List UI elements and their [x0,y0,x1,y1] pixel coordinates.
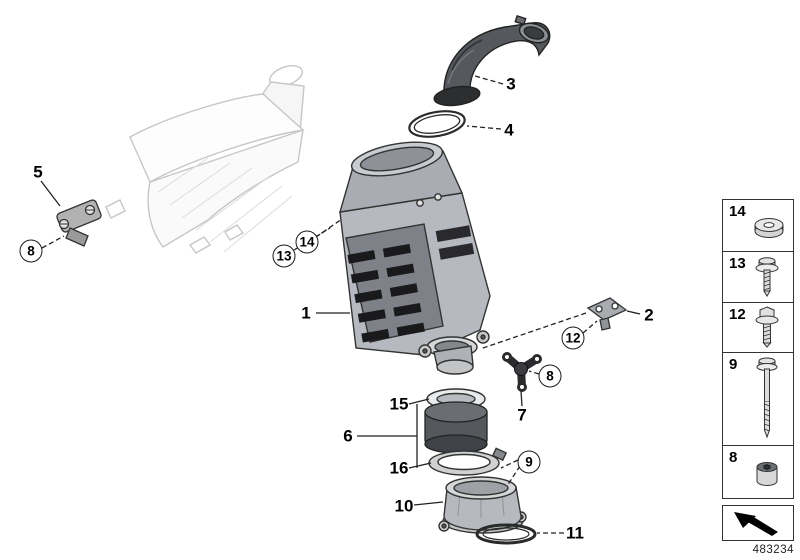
washer-icon [754,218,784,238]
mounting-bracket-2 [586,297,628,331]
callout-11[interactable]: 11 [566,523,584,543]
callout-16[interactable]: 16 [389,458,409,478]
callout-7[interactable]: 7 [517,405,527,425]
sensor-bracket-7 [502,352,542,392]
callout-6[interactable]: 6 [343,426,353,446]
callout-2[interactable]: 2 [644,305,654,325]
callout-14[interactable]: 14 [295,230,319,254]
o-ring-11 [475,523,537,545]
callout-9[interactable]: 9 [517,450,541,474]
legend-item-13[interactable]: 13 [722,251,794,304]
legend-item-8[interactable]: 8 [722,444,794,499]
callout-8-right[interactable]: 8 [538,364,562,388]
legend-item-14[interactable]: 14 [722,199,794,253]
callout-3[interactable]: 3 [506,74,516,94]
direction-arrow-box[interactable] [722,504,794,541]
callout-13[interactable]: 13 [272,244,296,268]
clamp-ring-16 [428,447,508,476]
legend-number-13: 13 [729,255,746,273]
direction-arrow-icon [734,511,778,536]
legend-number-8: 8 [729,448,738,466]
leader-lines [40,75,641,534]
diagram-id: 483234 [752,544,794,556]
flange-bolt-icon [755,306,779,348]
callout-4[interactable]: 4 [504,120,514,140]
screw-with-washer-icon [755,257,779,298]
callout-5[interactable]: 5 [33,162,43,182]
mounting-bracket-5 [56,199,102,247]
ghost-intercooler-outline [105,65,305,254]
legend-item-12[interactable]: 12 [722,301,794,354]
legend-item-9[interactable]: 9 [722,352,794,447]
air-duct-10 [438,476,527,534]
fastener-legend: 14 13 12 [722,199,794,541]
callout-8-left[interactable]: 8 [19,239,43,263]
rubber-sleeve-6 [424,401,488,454]
callout-12[interactable]: 12 [561,326,585,350]
plug-bolt-icon [756,461,778,486]
o-ring-4 [408,110,466,138]
legend-number-14: 14 [729,203,746,220]
intercooler-main-unit [339,141,491,375]
callout-1[interactable]: 1 [301,303,311,323]
callout-10[interactable]: 10 [394,496,414,516]
charge-air-hose-3 [433,15,551,107]
legend-number-9: 9 [729,356,738,374]
callout-15[interactable]: 15 [389,394,409,414]
legend-number-12: 12 [729,305,746,323]
long-screw-icon [756,357,778,439]
